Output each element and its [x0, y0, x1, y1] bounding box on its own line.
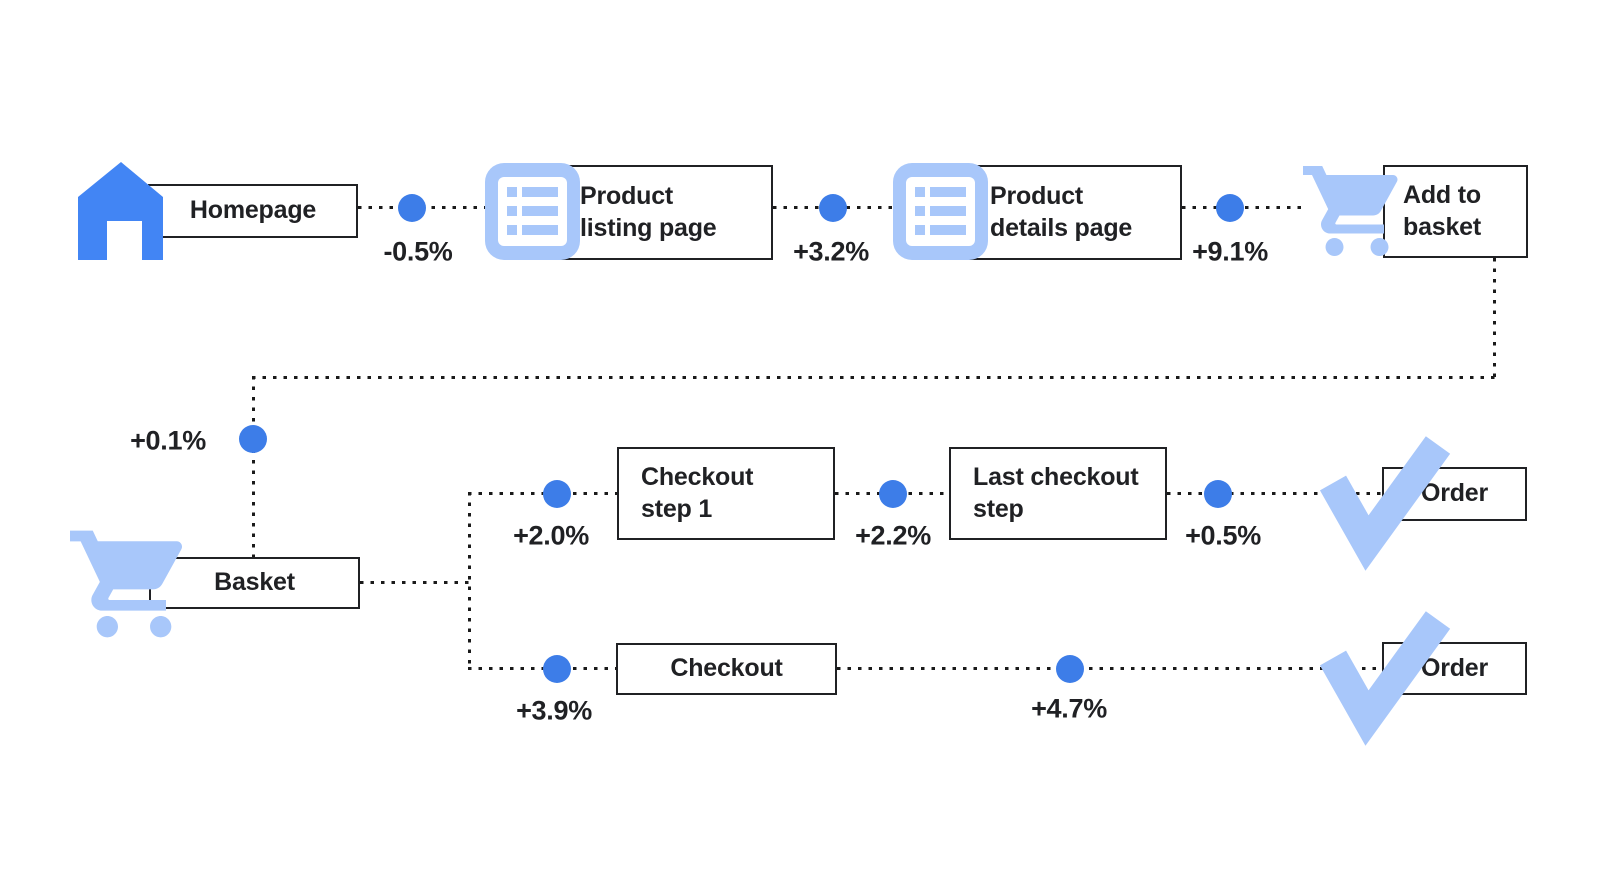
- node-add-to-basket: Add to basket: [1383, 165, 1528, 258]
- delta-label-details-add: +9.1%: [1192, 236, 1268, 267]
- node-homepage: Homepage: [148, 184, 358, 238]
- connector-last-step-to-order: [1167, 492, 1382, 495]
- node-basket: Basket: [149, 557, 360, 609]
- transition-dot-basket-step1: [543, 480, 571, 508]
- home-icon: [78, 162, 163, 260]
- transition-dot-homepage-listing: [398, 194, 426, 222]
- node-last-checkout-step: Last checkout step: [949, 447, 1167, 540]
- node-label: Add to basket: [1403, 181, 1482, 241]
- delta-label-listing-details: +3.2%: [793, 236, 869, 267]
- transition-dot-listing-details: [819, 194, 847, 222]
- delta-label-checkout-order: +4.7%: [1031, 693, 1107, 724]
- connector-down-to-basket: [252, 376, 255, 557]
- transition-dot-last-order: [1204, 480, 1232, 508]
- connector-to-checkout: [468, 667, 616, 670]
- connector-basket-out: [360, 581, 470, 584]
- transition-dot-basket-checkout: [543, 655, 571, 683]
- connector-to-checkout-step-1: [468, 492, 617, 495]
- node-label: Product details page: [990, 182, 1133, 242]
- node-checkout: Checkout: [616, 643, 837, 695]
- transition-dot-step1-last: [879, 480, 907, 508]
- list-icon: [893, 163, 988, 260]
- transition-dot-add-basket: [239, 425, 267, 453]
- delta-label-basket-step1: +2.0%: [513, 520, 589, 551]
- node-checkout-step-1: Checkout step 1: [617, 447, 835, 540]
- node-label: Product listing page: [580, 182, 717, 242]
- node-product-listing-page: Product listing page: [556, 165, 773, 260]
- delta-label-last-order: +0.5%: [1185, 520, 1261, 551]
- check-icon: [1305, 595, 1455, 746]
- node-label: Last checkout step: [973, 463, 1139, 523]
- delta-label-add-basket: +0.1%: [130, 425, 206, 456]
- transition-dot-checkout-order: [1056, 655, 1084, 683]
- check-icon: [1305, 420, 1455, 571]
- node-product-details-page: Product details page: [966, 165, 1182, 260]
- cart-icon: [1303, 157, 1411, 265]
- delta-label-step1-last: +2.2%: [855, 520, 931, 551]
- delta-label-homepage-listing: -0.5%: [383, 236, 453, 267]
- delta-label-basket-checkout: +3.9%: [516, 695, 592, 726]
- list-icon: [485, 163, 580, 260]
- connector-branch-split: [468, 492, 471, 670]
- node-label: Checkout step 1: [641, 463, 754, 523]
- transition-dot-details-add: [1216, 194, 1244, 222]
- connector-add-to-basket-down: [1493, 258, 1496, 378]
- cart-icon: [70, 520, 198, 648]
- connector-return-across: [252, 376, 1495, 379]
- connector-checkout-to-order: [837, 667, 1382, 670]
- connector-details-to-add-to-basket: [1182, 206, 1308, 209]
